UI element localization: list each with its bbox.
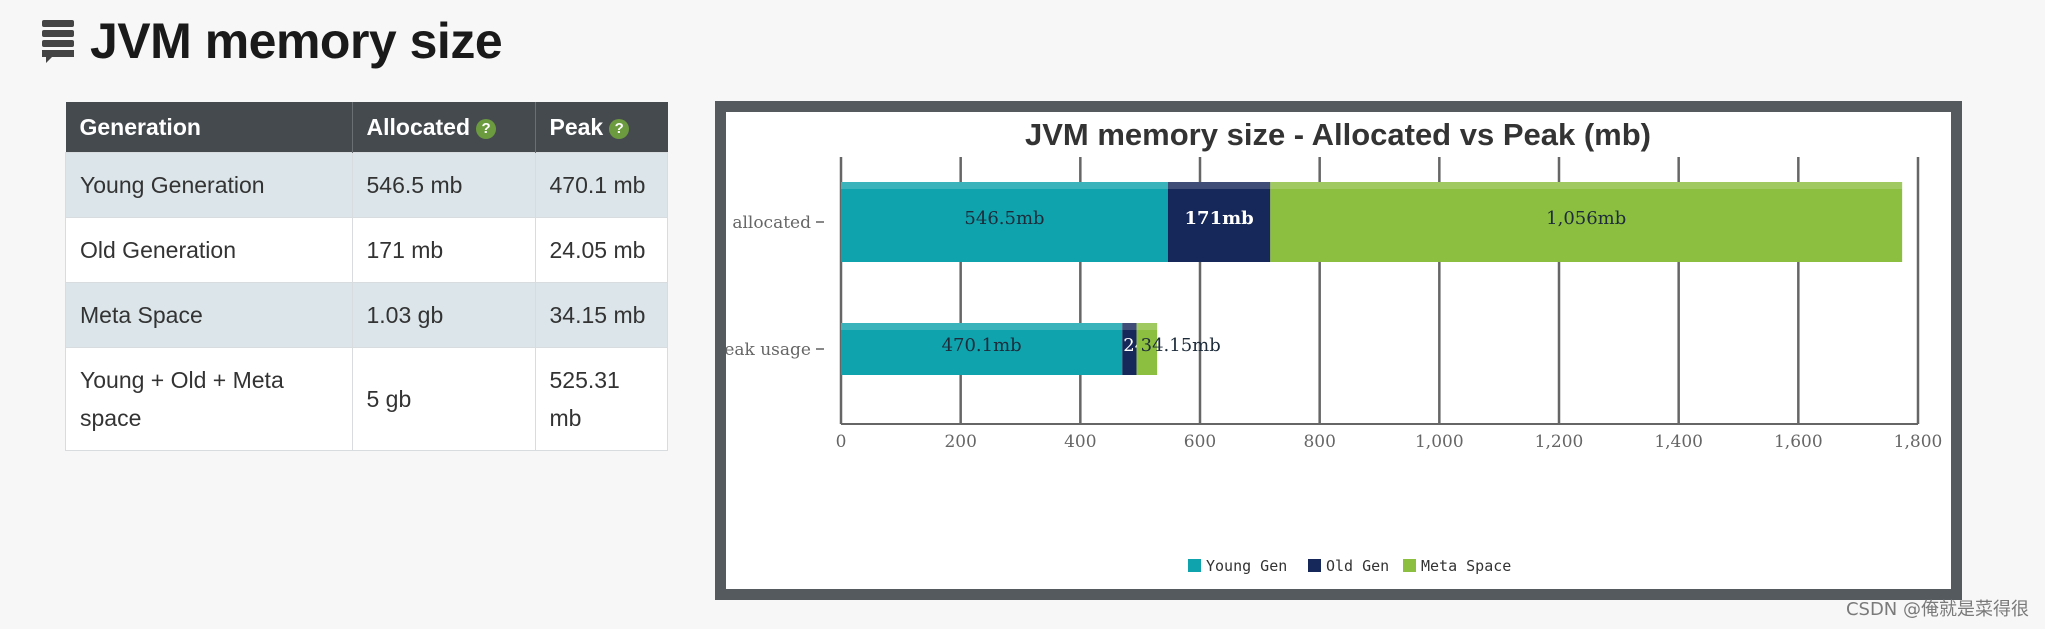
column-header-generation: Generation <box>65 102 353 153</box>
bar-highlight <box>1122 323 1137 330</box>
data-label: 470.1mb <box>942 335 1022 356</box>
cell-allocated: 1.03 gb <box>351 282 536 348</box>
memory-size-table: Generation Allocated? Peak? Young Genera… <box>65 102 668 451</box>
table-header-row: Generation Allocated? Peak? <box>65 102 668 153</box>
bar-highlight <box>841 323 1123 330</box>
data-label: 1,056mb <box>1546 208 1626 229</box>
legend-swatch <box>1188 559 1201 572</box>
legend-label: Old Gen <box>1326 557 1389 575</box>
cell-generation: Young + Old + Meta space <box>65 347 353 451</box>
chart-frame: JVM memory size - Allocated vs Peak (mb)… <box>715 101 1962 600</box>
chart-title: JVM memory size - Allocated vs Peak (mb) <box>1025 117 1651 152</box>
legend-label: Meta Space <box>1421 557 1511 575</box>
bar-segment <box>1167 182 1271 262</box>
x-tick-label: 1,000 <box>1415 432 1464 452</box>
x-tick-label: 1,800 <box>1894 432 1943 452</box>
category-label: allocated <box>732 213 811 233</box>
cell-generation: Meta Space <box>65 282 353 348</box>
table-row: Meta Space 1.03 gb 34.15 mb <box>65 282 668 348</box>
x-tick-label: 1,400 <box>1654 432 1703 452</box>
x-tick-label: 200 <box>944 432 976 452</box>
legend-swatch <box>1308 559 1321 572</box>
document-list-icon <box>42 20 74 63</box>
bar-highlight <box>841 182 1168 189</box>
x-tick-label: 1,200 <box>1535 432 1584 452</box>
category-label: peak usage <box>726 340 811 360</box>
page-header: JVM memory size <box>40 12 503 70</box>
data-label: 546.5mb <box>964 208 1044 229</box>
x-tick-label: 1,600 <box>1774 432 1823 452</box>
bar-segment <box>1122 323 1137 375</box>
bar-segment <box>1270 182 1903 262</box>
x-tick-label: 0 <box>836 432 847 452</box>
column-header-peak: Peak? <box>535 102 668 153</box>
bar-highlight <box>1270 182 1903 189</box>
bar-segment <box>841 323 1123 375</box>
table-row: Young + Old + Meta space 5 gb 525.31 mb <box>65 347 668 451</box>
cell-allocated: 546.5 mb <box>351 152 536 218</box>
bar-segment <box>841 182 1168 262</box>
cell-peak: 24.05 mb <box>534 217 668 283</box>
legend-label: Young Gen <box>1206 557 1287 575</box>
column-header-allocated: Allocated? <box>352 102 536 153</box>
watermark: CSDN @俺就是菜得很 <box>1845 599 2029 620</box>
cell-peak: 470.1 mb <box>534 152 668 218</box>
page-title: JVM memory size <box>90 13 503 69</box>
cell-allocated: 5 gb <box>351 347 536 451</box>
bar-highlight <box>1167 182 1271 189</box>
table-row: Young Generation 546.5 mb 470.1 mb <box>65 152 668 218</box>
memory-table-container: Generation Allocated? Peak? Young Genera… <box>65 102 668 451</box>
data-label: 34.15mb <box>1141 335 1221 356</box>
x-tick-label: 400 <box>1064 432 1096 452</box>
cell-allocated: 171 mb <box>351 217 536 283</box>
cell-generation: Young Generation <box>65 152 353 218</box>
legend-swatch <box>1403 559 1416 572</box>
x-tick-label: 600 <box>1184 432 1216 452</box>
help-icon[interactable]: ? <box>476 118 497 139</box>
help-icon[interactable]: ? <box>609 118 630 139</box>
bar-highlight <box>1136 323 1158 330</box>
cell-peak: 34.15 mb <box>534 282 668 348</box>
cell-peak: 525.31 mb <box>534 347 668 451</box>
table-row: Old Generation 171 mb 24.05 mb <box>65 217 668 283</box>
bar-segment <box>1136 323 1158 375</box>
data-label: 171mb <box>1185 208 1254 229</box>
x-tick-label: 800 <box>1303 432 1335 452</box>
cell-generation: Old Generation <box>65 217 353 283</box>
chart-area: JVM memory size - Allocated vs Peak (mb)… <box>726 112 1951 589</box>
memory-bar-chart: JVM memory size - Allocated vs Peak (mb)… <box>726 117 1943 575</box>
